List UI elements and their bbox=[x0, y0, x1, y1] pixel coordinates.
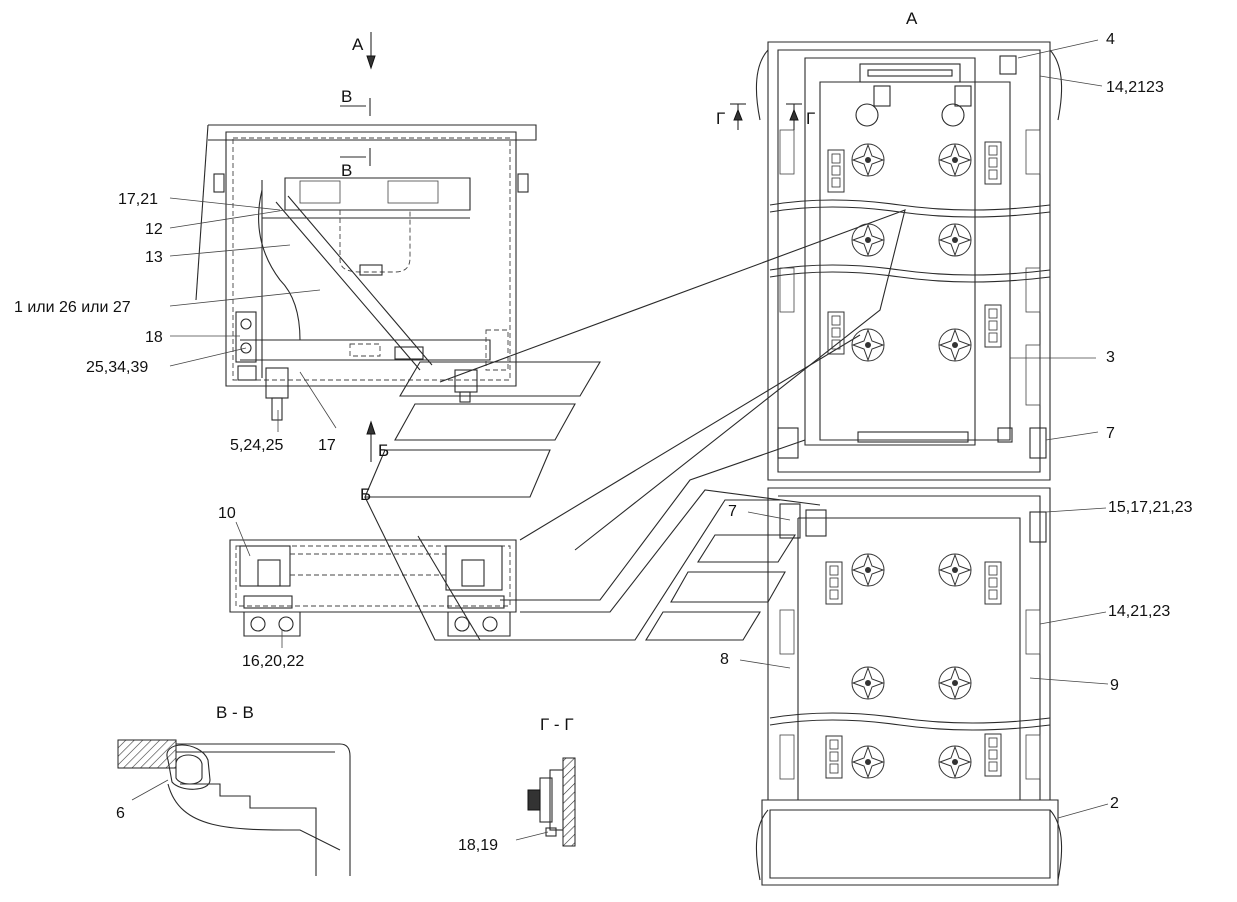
top-view bbox=[730, 41, 1063, 886]
callout-10: 10 bbox=[218, 505, 236, 522]
callout-7-mid: 7 bbox=[728, 503, 737, 520]
callout-5-24-25: 5,24,25 bbox=[230, 437, 283, 454]
callout-14-21-23: 14,21,23 bbox=[1108, 603, 1170, 620]
section-vv-title: В - В bbox=[216, 703, 254, 722]
callout-6: 6 bbox=[116, 805, 125, 822]
side-view bbox=[195, 32, 537, 421]
callout-15-17-21-23: 15,17,21,23 bbox=[1108, 499, 1193, 516]
break-out-bands bbox=[364, 209, 906, 641]
callout-7-right: 7 bbox=[1106, 425, 1115, 442]
callout-12: 12 bbox=[145, 221, 163, 238]
callout-16-20-22: 16,20,22 bbox=[242, 653, 304, 670]
callout-13: 13 bbox=[145, 249, 163, 266]
callout-14-2123: 14,2123 bbox=[1106, 79, 1164, 96]
callout-3: 3 bbox=[1106, 349, 1115, 366]
view-b-label-2: Б bbox=[360, 485, 371, 504]
section-g-label-2: Г bbox=[806, 109, 815, 128]
callout-8: 8 bbox=[720, 651, 729, 668]
section-gg bbox=[527, 757, 576, 847]
callout-labels: А А В В Г Г Б Б В - В Г - Г 17,21 12 13 … bbox=[14, 9, 1193, 854]
callout-1-26-27: 1 или 26 или 27 bbox=[14, 299, 131, 316]
callout-18-19: 18,19 bbox=[458, 837, 498, 854]
view-b-label-1: Б bbox=[378, 441, 389, 460]
view-a-right-label: А bbox=[906, 9, 918, 28]
section-vv bbox=[117, 739, 351, 876]
callout-17: 17 bbox=[318, 437, 336, 454]
section-g-label-1: Г bbox=[716, 109, 725, 128]
callout-4: 4 bbox=[1106, 31, 1115, 48]
callout-2: 2 bbox=[1110, 795, 1119, 812]
section-v-label-2: В bbox=[341, 161, 352, 180]
callout-25-34-39: 25,34,39 bbox=[86, 359, 148, 376]
callout-17-21: 17,21 bbox=[118, 191, 158, 208]
section-gg-title: Г - Г bbox=[540, 715, 574, 734]
leader-lines bbox=[131, 39, 1109, 841]
view-a-top-label: А bbox=[352, 35, 364, 54]
callout-18: 18 bbox=[145, 329, 163, 346]
section-v-label-1: В bbox=[341, 87, 352, 106]
callout-9: 9 bbox=[1110, 677, 1119, 694]
front-view bbox=[229, 420, 517, 637]
